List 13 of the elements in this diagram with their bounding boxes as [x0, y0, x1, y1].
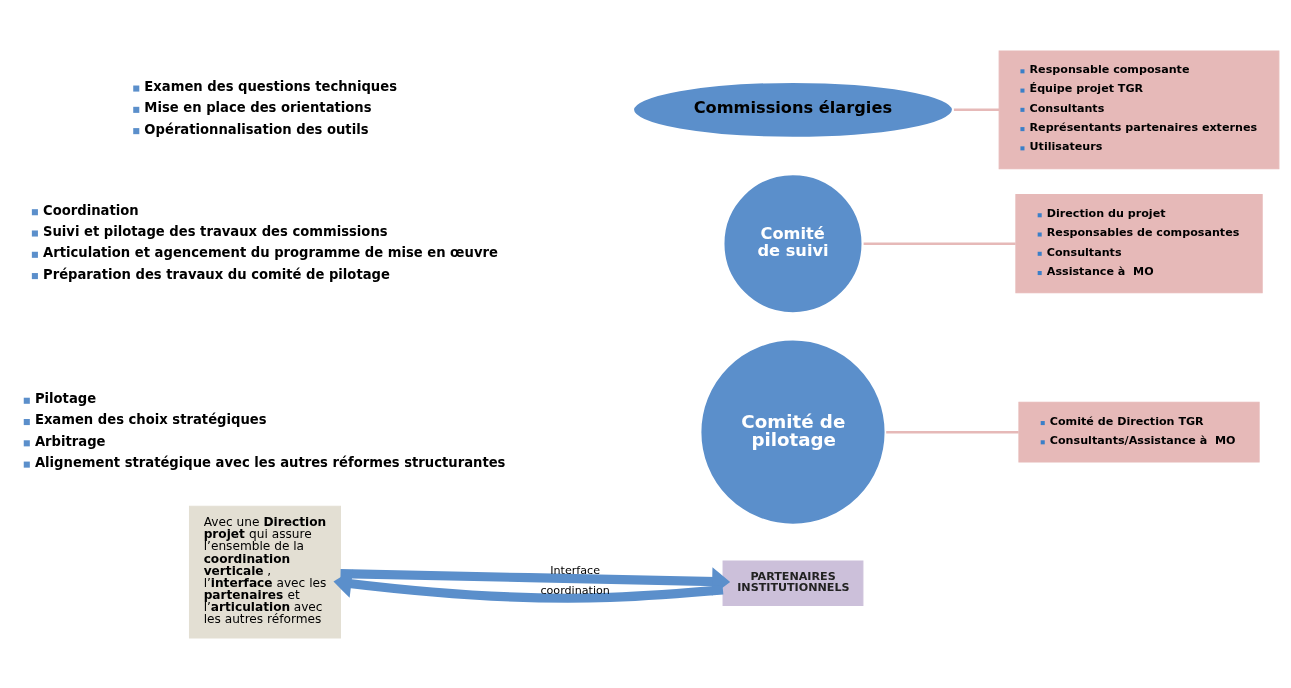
label: Alignement stratégique avec les autres réformes structurantes	[34, 454, 506, 470]
label: Préparation des travaux du comité de pilotage	[43, 266, 390, 282]
label: Suivi et pilotage des travaux des commissions	[43, 223, 388, 239]
label: Articulation et agencement du programme de mise en œuvre	[43, 244, 498, 260]
label: Examen des questions techniques	[144, 78, 397, 94]
label: Coordination	[43, 202, 139, 218]
label: Arbitrage	[34, 433, 106, 449]
edge-label: coordination	[540, 583, 610, 597]
label: Opérationnalisation des outils	[144, 121, 369, 137]
label: Pilotage	[34, 390, 97, 406]
label: Examen des choix stratégiques	[34, 411, 267, 427]
edge-label: Interface	[550, 563, 601, 577]
label: Mise en place des orientations	[144, 99, 372, 115]
